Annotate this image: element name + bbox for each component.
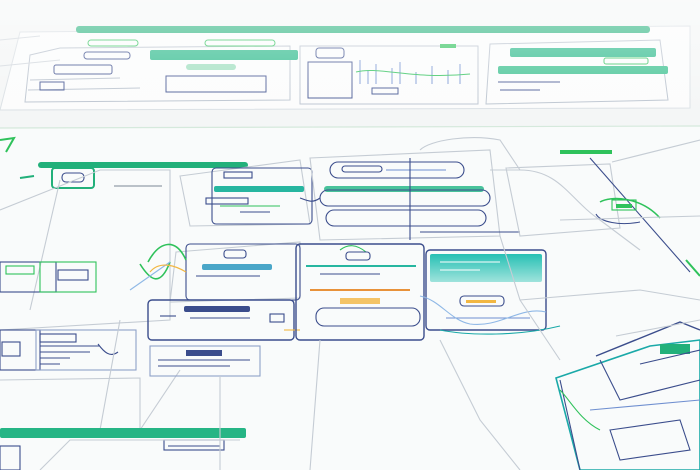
left-toggle-node bbox=[51, 167, 95, 189]
connector-arrow-icon bbox=[490, 169, 641, 251]
toggle-pill-icon bbox=[61, 172, 85, 183]
haze-overlay bbox=[0, 0, 700, 140]
node-center-main bbox=[295, 243, 425, 341]
right-frame-1 bbox=[505, 163, 621, 237]
left-frame bbox=[0, 169, 171, 331]
left-header-bar bbox=[38, 162, 248, 168]
node-lower-left bbox=[147, 299, 295, 341]
node-center-pill-1 bbox=[329, 161, 465, 179]
node-teal bbox=[425, 249, 547, 331]
left-node-d bbox=[35, 329, 137, 371]
left-node-b bbox=[39, 261, 97, 293]
node-right-bottom bbox=[555, 339, 700, 470]
node-center-pill-4 bbox=[315, 307, 421, 327]
node-top-left bbox=[211, 167, 313, 225]
node-teal-header bbox=[430, 254, 542, 282]
node-bottom-left bbox=[149, 345, 261, 377]
left-node-a bbox=[0, 261, 57, 293]
node-center-pill-3 bbox=[325, 209, 487, 227]
node-top-left-band bbox=[214, 186, 304, 192]
left-node-c bbox=[0, 329, 41, 371]
bottom-green-bar bbox=[0, 428, 246, 438]
flowchart-node-icon bbox=[223, 249, 247, 259]
node-teal-pill bbox=[459, 295, 505, 307]
main-diagram bbox=[0, 136, 700, 470]
